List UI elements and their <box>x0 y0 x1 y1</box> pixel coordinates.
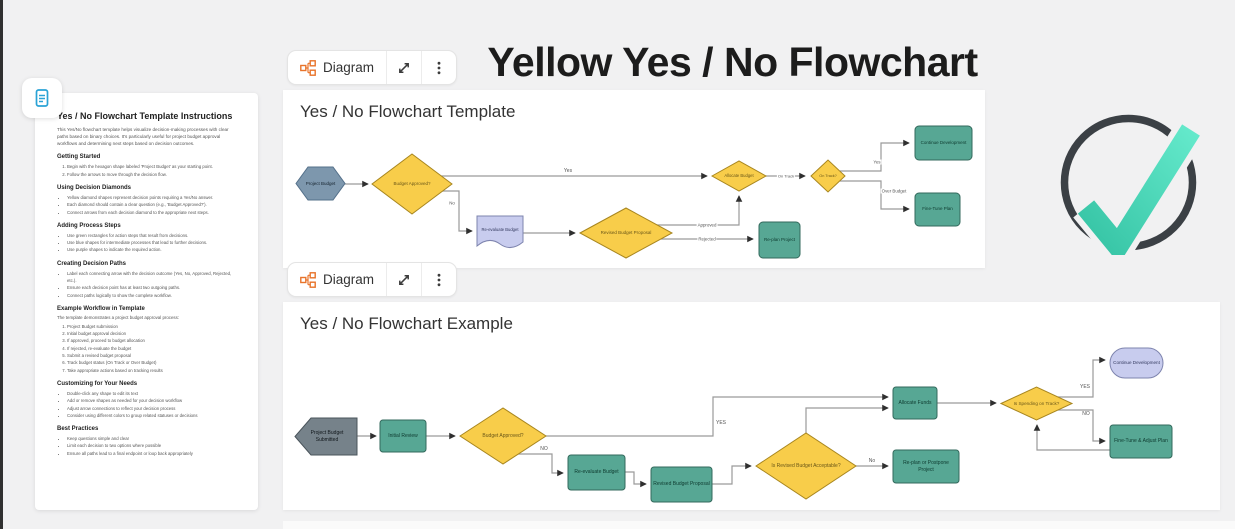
instruction-item: Adjust arrow connections to reflect your… <box>67 405 240 412</box>
diagram1-edges <box>345 139 910 243</box>
section-heading: Using Decision Diamonds <box>57 184 132 191</box>
diagram2-panel[interactable]: Yes / No Flowchart Example <box>283 302 1220 510</box>
section-list: Yellow diamond shapes represent decision… <box>57 194 240 216</box>
instruction-item: Use blue shapes for intermediate process… <box>67 239 240 246</box>
page-title: Yellow Yes / No Flowchart <box>487 39 978 86</box>
node-on-track[interactable] <box>810 159 846 193</box>
expand-icon <box>399 274 409 285</box>
node-reevaluate-budget[interactable] <box>567 454 626 491</box>
node-revised-budget-proposal[interactable] <box>578 207 674 259</box>
section-list: Label each connecting arrow with the dec… <box>57 270 240 299</box>
section-list: Double-click any shape to edit its textA… <box>57 390 240 419</box>
diagram-button-label: Diagram <box>323 60 375 75</box>
instruction-item: Each diamond should contain a clear ques… <box>67 201 240 208</box>
node-allocate-budget[interactable] <box>710 160 768 192</box>
section-heading: Example Workflow in Template <box>57 305 145 312</box>
node-is-revised-budget-acceptable[interactable] <box>755 432 857 500</box>
diagram1-title: Yes / No Flowchart Template <box>300 102 516 121</box>
instruction-item: If approved, proceed to budget allocatio… <box>67 337 240 344</box>
instruction-item: Submit a revised budget proposal <box>67 352 240 359</box>
window-edge <box>0 0 3 529</box>
node-project-budget[interactable] <box>295 166 346 201</box>
instruction-item: Connect paths logically to show the comp… <box>67 292 240 299</box>
section-heading: Adding Process Steps <box>57 222 121 229</box>
instruction-item: Project Budget submission <box>67 323 240 330</box>
diagram-button[interactable]: Diagram <box>288 51 386 84</box>
more-options-button[interactable] <box>421 263 456 296</box>
node-revised-budget-proposal[interactable] <box>650 466 713 503</box>
section-list: Begin with the hexagon shape labeled 'Pr… <box>57 163 240 178</box>
instruction-item: Use purple shapes to indicate the requir… <box>67 246 240 253</box>
instruction-item: Track budget status (On Track or Over Bu… <box>67 359 240 366</box>
more-options-button[interactable] <box>421 51 456 84</box>
document-chip-button[interactable] <box>22 78 62 118</box>
node-project-budget-submitted[interactable] <box>294 417 358 456</box>
node-allocate-funds[interactable] <box>892 386 938 420</box>
expand-button[interactable] <box>386 51 421 84</box>
kebab-menu-icon <box>437 273 441 286</box>
instruction-sections: Getting StartedBegin with the hexagon sh… <box>57 154 240 457</box>
section-list: Use green rectangles for action steps th… <box>57 232 240 254</box>
diagram-icon <box>300 59 316 76</box>
instruction-item: Ensure all paths lead to a final endpoin… <box>67 450 240 457</box>
instruction-item: Use green rectangles for action steps th… <box>67 232 240 239</box>
node-fine-tune-adjust-plan[interactable] <box>1109 424 1173 459</box>
node-initial-review[interactable] <box>379 419 427 453</box>
diagram-icon <box>300 271 316 288</box>
section-list: Project Budget submissionInitial budget … <box>57 323 240 374</box>
section-lead: The template demonstrates a project budg… <box>57 314 180 320</box>
instructions-intro: This Yes/No flowchart template helps vis… <box>57 127 229 147</box>
instruction-item: Begin with the hexagon shape labeled 'Pr… <box>67 163 240 170</box>
instruction-item: Ensure each decision point has at least … <box>67 284 240 291</box>
section-heading: Getting Started <box>57 154 101 161</box>
instructions-document[interactable]: Yes / No Flowchart Template Instructions… <box>35 93 258 510</box>
instruction-item: Connect arrows from each decision diamon… <box>67 209 240 216</box>
section-heading: Creating Decision Paths <box>57 260 127 267</box>
node-budget-approved[interactable] <box>371 153 453 215</box>
node-reevaluate-budget[interactable] <box>476 215 524 248</box>
section-heading: Customizing for Your Needs <box>57 380 138 387</box>
section-heading: Best Practices <box>57 426 99 433</box>
diagram2-edges <box>357 356 1110 488</box>
node-continue-development[interactable] <box>914 125 973 161</box>
node-replan-project[interactable] <box>758 221 801 259</box>
next-panel-edge <box>283 521 1235 529</box>
document-icon <box>35 89 49 107</box>
diagram-button[interactable]: Diagram <box>288 263 386 296</box>
section-list: Keep questions simple and clearLimit eac… <box>57 435 240 457</box>
diagram2-title: Yes / No Flowchart Example <box>300 314 513 333</box>
instruction-item: Follow the arrows to move through the de… <box>67 171 240 178</box>
check-logo <box>1060 114 1201 255</box>
diagram1-canvas[interactable] <box>283 90 985 268</box>
instruction-item: Label each connecting arrow with the dec… <box>67 270 240 285</box>
node-replan-or-postpone[interactable] <box>892 449 960 484</box>
instruction-item: Add or remove shapes as needed for your … <box>67 397 240 404</box>
check-mark-icon <box>1077 124 1200 255</box>
instruction-item: Double-click any shape to edit its text <box>67 390 240 397</box>
diagram2-toolbar: Diagram <box>287 262 458 297</box>
node-continue-development[interactable] <box>1109 347 1164 379</box>
expand-button[interactable] <box>386 263 421 296</box>
node-fine-tune-plan[interactable] <box>914 192 961 227</box>
diagram1-toolbar: Diagram <box>287 50 458 85</box>
instruction-item: Initial budget approval decision <box>67 330 240 337</box>
node-budget-approved[interactable] <box>459 407 547 465</box>
instruction-item: Keep questions simple and clear <box>67 435 240 442</box>
instructions-title: Yes / No Flowchart Template Instructions <box>57 111 233 121</box>
diagram2-canvas[interactable] <box>283 302 1220 510</box>
instruction-item: Limit each decision to two options where… <box>67 442 240 449</box>
instruction-item: Take appropriate actions based on tracki… <box>67 367 240 374</box>
instruction-item: Yellow diamond shapes represent decision… <box>67 194 240 201</box>
expand-icon <box>399 62 409 73</box>
instruction-item: If rejected, re-evaluate the budget <box>67 345 240 352</box>
diagram-button-label: Diagram <box>323 272 375 287</box>
instruction-item: Consider using different colors to group… <box>67 412 240 419</box>
node-is-spending-on-track[interactable] <box>999 386 1074 421</box>
kebab-menu-icon <box>437 61 441 74</box>
diagram1-panel[interactable]: Yes / No Flowchart Template <box>283 90 985 268</box>
